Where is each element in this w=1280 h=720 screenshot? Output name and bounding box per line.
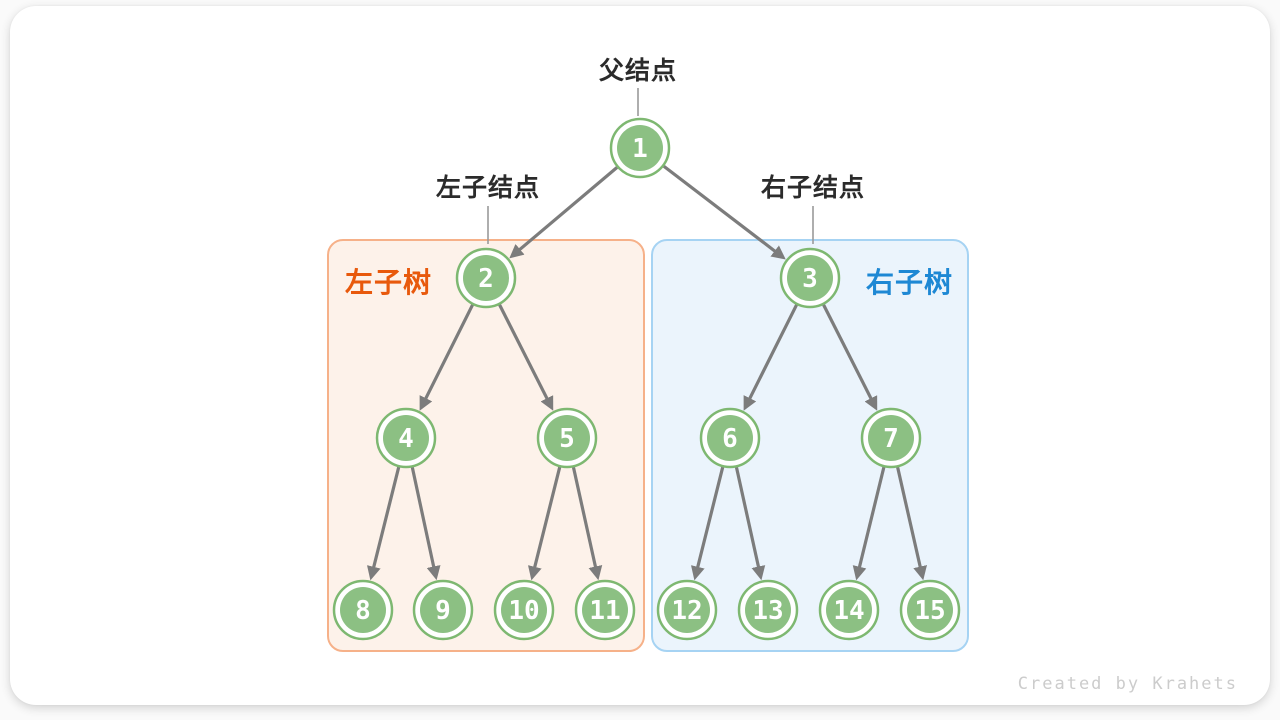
node-disc	[907, 587, 953, 633]
node-disc	[745, 587, 791, 633]
node-disc	[463, 255, 509, 301]
node-value: 7	[883, 424, 899, 454]
node-disc	[420, 587, 466, 633]
node-disc	[501, 587, 547, 633]
tree-edge	[410, 466, 441, 581]
node-disc	[383, 415, 429, 461]
tree-edge	[852, 466, 886, 581]
tree-node: 4	[375, 407, 437, 469]
left-child-label: 左子结点	[435, 174, 541, 202]
node-disc	[826, 587, 872, 633]
tree-edge	[367, 466, 401, 581]
tree-edge	[691, 466, 725, 581]
tree-node: 10	[493, 579, 555, 641]
tree-edge	[498, 304, 554, 411]
tree-node: 6	[699, 407, 761, 469]
node-value: 1	[632, 134, 648, 164]
tree-edge	[528, 466, 562, 581]
node-disc	[544, 415, 590, 461]
tree-node: 12	[656, 579, 718, 641]
left-subtree-label: 左子树	[345, 267, 433, 298]
tree-edge	[509, 166, 619, 259]
tree-node: 15	[899, 579, 961, 641]
tree-node: 1	[609, 117, 671, 179]
node-value: 12	[671, 596, 702, 626]
node-disc	[617, 125, 663, 171]
node-value: 14	[833, 596, 864, 626]
edge-group	[367, 164, 927, 581]
tree-edge	[743, 304, 799, 411]
tree-edge	[896, 466, 927, 581]
tree-node: 2	[455, 247, 517, 309]
node-value: 13	[752, 596, 783, 626]
tree-node: 3	[779, 247, 841, 309]
node-value: 8	[355, 596, 371, 626]
node-disc	[787, 255, 833, 301]
tree-edge	[571, 466, 603, 581]
tree-edge	[419, 304, 475, 411]
tree-node: 11	[574, 579, 636, 641]
tree-edge	[662, 164, 786, 260]
node-value: 11	[589, 596, 620, 626]
right-subtree-label: 右子树	[865, 267, 953, 298]
tree-edge	[822, 304, 878, 411]
node-disc	[707, 415, 753, 461]
node-value: 4	[398, 424, 414, 454]
tree-node: 8	[332, 579, 394, 641]
right-child-label: 右子结点	[760, 174, 866, 202]
tree-node: 13	[737, 579, 799, 641]
tree-node: 14	[818, 579, 880, 641]
annotation-lines	[487, 88, 814, 244]
node-disc	[664, 587, 710, 633]
node-value: 9	[435, 596, 451, 626]
node-disc	[340, 587, 386, 633]
node-disc	[868, 415, 914, 461]
parent-node-label: 父结点	[598, 57, 678, 85]
node-value: 6	[722, 424, 738, 454]
tree-node: 5	[536, 407, 598, 469]
node-value: 5	[559, 424, 575, 454]
tree-node: 7	[860, 407, 922, 469]
node-disc	[582, 587, 628, 633]
tree-edge	[734, 466, 766, 581]
tree-node: 9	[412, 579, 474, 641]
node-value: 10	[508, 596, 539, 626]
watermark-credit: Created by Krahets	[1017, 674, 1238, 694]
node-value: 3	[802, 264, 818, 294]
node-value: 15	[914, 596, 945, 626]
node-value: 2	[478, 264, 494, 294]
